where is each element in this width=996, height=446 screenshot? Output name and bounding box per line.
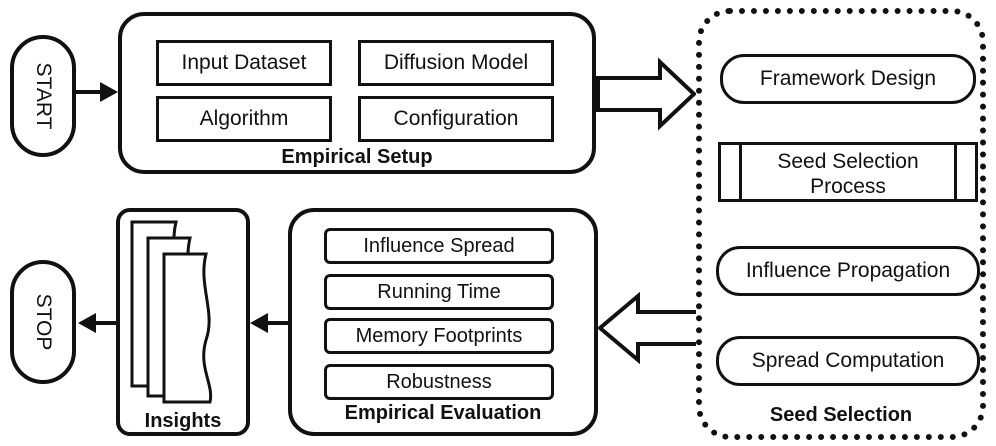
seed-selection-title: Seed Selection — [769, 404, 913, 426]
seed-step-framework-design: Framework Design — [720, 54, 976, 104]
setup-item-configuration: Configuration — [358, 96, 554, 142]
documents-icon — [130, 220, 213, 404]
empirical-setup-title: Empirical Setup — [281, 146, 433, 168]
seed-step-spread-computation: Spread Computation — [716, 336, 980, 386]
stop-label: STOP — [32, 293, 55, 351]
empirical-evaluation-title: Empirical Evaluation — [344, 402, 542, 424]
setup-item-diffusion-model: Diffusion Model — [358, 40, 554, 86]
setup-to-seed-block-arrow — [596, 57, 697, 131]
process-right-bar — [954, 145, 957, 199]
empirical-setup-box — [118, 12, 596, 174]
seed-step-seed-selection-process: Seed Selection Process — [718, 142, 978, 202]
eval-item-influence-spread: Influence Spread — [324, 228, 554, 264]
start-terminal: START — [10, 35, 76, 157]
seed-step-influence-propagation: Influence Propagation — [716, 246, 980, 296]
stop-terminal: STOP — [10, 260, 76, 384]
eval-item-memory-footprints: Memory Footprints — [324, 318, 554, 354]
seed-selection-process-label: Seed Selection Process — [777, 150, 919, 198]
start-label: START — [32, 62, 55, 130]
insights-title: Insights — [144, 410, 222, 432]
eval-item-running-time: Running Time — [324, 274, 554, 310]
setup-item-algorithm: Algorithm — [156, 96, 332, 142]
process-left-bar — [739, 145, 742, 199]
setup-item-input-dataset: Input Dataset — [156, 40, 332, 86]
seed-to-eval-block-arrow — [596, 291, 702, 365]
eval-to-insights-arrowhead — [250, 313, 268, 333]
insights-to-stop-arrowhead — [78, 313, 96, 333]
eval-item-robustness: Robustness — [324, 364, 554, 400]
start-to-setup-arrowhead — [100, 82, 118, 102]
